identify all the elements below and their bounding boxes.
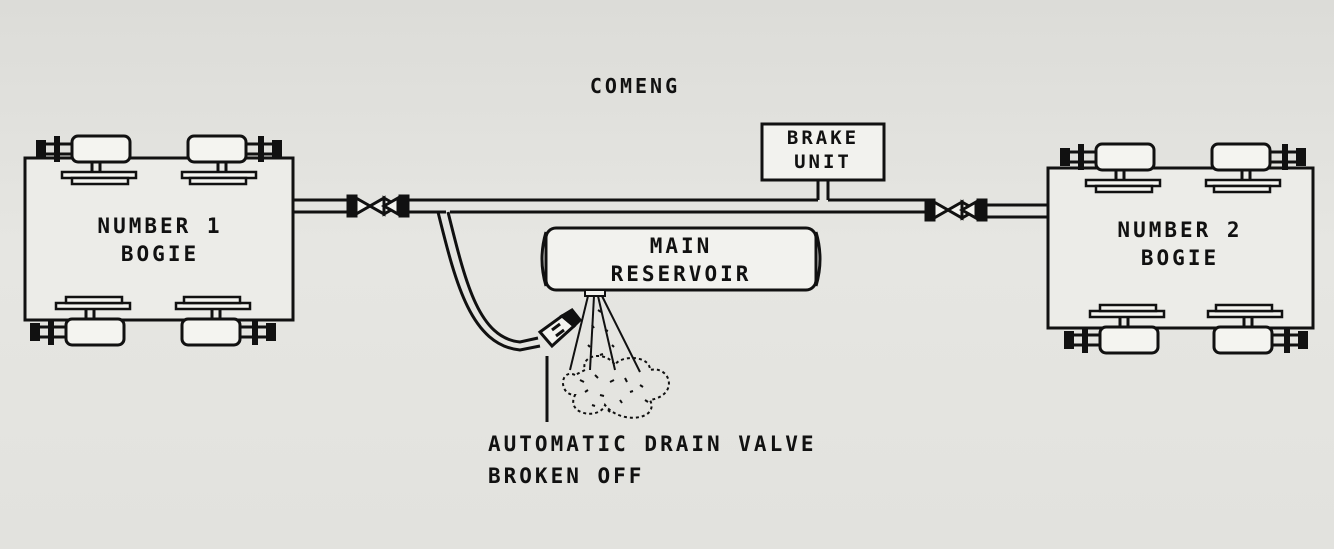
bogie-2-label: NUMBER 2 BOGIE xyxy=(1060,216,1300,272)
callout-line2: BROKEN OFF xyxy=(488,464,645,488)
drain-hose xyxy=(436,211,541,352)
escaping-air-spray xyxy=(562,289,670,419)
bogie-1-line1: NUMBER 1 xyxy=(97,214,223,238)
bogie-2-line1: NUMBER 2 xyxy=(1117,218,1243,242)
diagram-title: COMENG xyxy=(589,74,681,98)
brake-unit-line1: BRAKE xyxy=(786,127,860,149)
brake-pipe xyxy=(293,180,1048,219)
coupling-valve-right xyxy=(924,198,988,222)
coupling-valve-left xyxy=(346,194,410,218)
bogie-1-line2: BOGIE xyxy=(120,242,200,266)
bogie-1-label: NUMBER 1 BOGIE xyxy=(40,212,280,268)
main-reservoir-label: MAIN RESERVOIR xyxy=(556,232,806,288)
broken-drain-valve xyxy=(537,308,583,349)
main-reservoir-tank xyxy=(540,226,822,292)
bogie-2-frame xyxy=(1046,166,1315,330)
bogie-2-line2: BOGIE xyxy=(1140,246,1220,270)
drain-valve-callout: AUTOMATIC DRAIN VALVE BROKEN OFF xyxy=(488,428,817,492)
brake-unit-line2: UNIT xyxy=(794,151,852,173)
brake-unit-label: BRAKE UNIT xyxy=(762,126,884,174)
brake-unit-box xyxy=(760,122,886,182)
callout-line1: AUTOMATIC DRAIN VALVE xyxy=(488,432,817,456)
main-reservoir-line1: MAIN xyxy=(649,234,713,258)
main-reservoir-line2: RESERVOIR xyxy=(610,262,752,286)
bogie-1-frame xyxy=(23,156,295,322)
